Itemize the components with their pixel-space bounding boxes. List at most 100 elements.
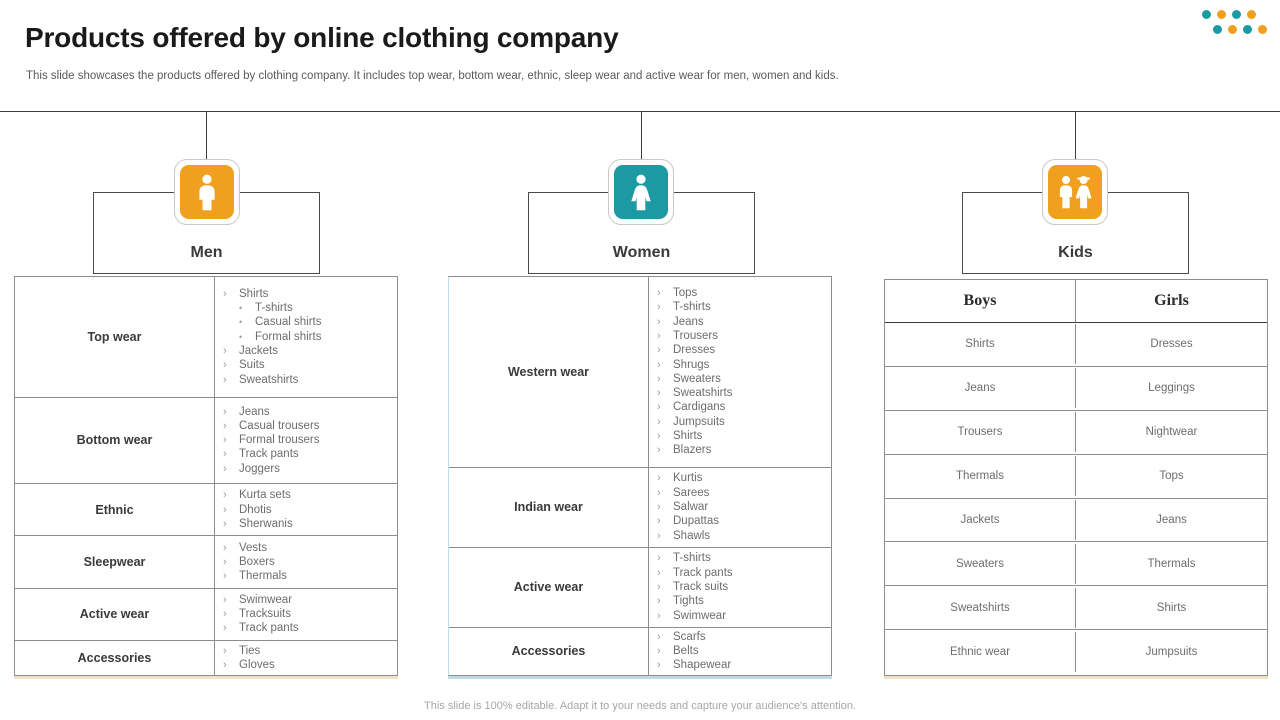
decorative-dots (1202, 8, 1268, 35)
list-item: ›Boxers (223, 555, 391, 569)
chevron-right-icon: › (223, 503, 227, 516)
table-row: Ethnic›Kurta sets›Dhotis›Sherwanis (15, 484, 397, 537)
row-category-label: Active wear (15, 588, 215, 640)
chevron-right-icon: › (223, 622, 227, 635)
icon-shell-kids[interactable] (1042, 159, 1108, 225)
women-products-table: Western wear›Tops›T-shirts›Jeans›Trouser… (448, 276, 832, 679)
list-item-label: Tights (673, 595, 704, 608)
decorative-dot (1213, 24, 1222, 34)
chevron-right-icon: › (657, 444, 661, 457)
list-item: • T-shirts (223, 301, 391, 315)
group-header-kids[interactable]: Kids (962, 192, 1189, 274)
list-item-label: Cardigans (673, 401, 726, 414)
chevron-right-icon: › (657, 372, 661, 385)
chevron-right-icon: › (657, 609, 661, 622)
kids-cell-boys: Sweaters (885, 543, 1076, 584)
kids-cell-boys: Ethnic wear (885, 631, 1076, 672)
list-item-label: Casual shirts (255, 316, 322, 329)
list-item: ›Dhotis (223, 503, 391, 517)
list-item-label: Tracksuits (239, 608, 291, 621)
table-row: Active wear›Swimwear›Tracksuits›Track pa… (15, 588, 397, 641)
row-items-list: ›Tops›T-shirts›Jeans›Trousers›Dresses›Sh… (649, 277, 831, 467)
list-item: ›Jeans (223, 405, 391, 419)
row-items-list: ›Kurtis›Sarees›Salwar›Dupattas›Shawls (649, 468, 831, 547)
list-item-label: Shapewear (673, 659, 732, 672)
icon-shell-men[interactable] (174, 159, 240, 225)
list-item-label: T-shirts (255, 302, 293, 315)
list-item-label: Jackets (239, 344, 278, 357)
kids-header-boys: Boys (885, 280, 1076, 322)
decorative-dot (1228, 24, 1237, 34)
list-item: ›Kurta sets (223, 488, 391, 502)
chevron-right-icon: › (657, 529, 661, 542)
male-figure-icon (180, 165, 234, 219)
men-accent-bar (14, 676, 398, 679)
list-item: ›Sweatshirts (657, 386, 825, 400)
list-item: ›Track suits (657, 580, 825, 594)
chevron-right-icon: › (223, 608, 227, 621)
group-label-women: Women (612, 244, 671, 261)
bullet-dot-icon: • (239, 303, 243, 314)
list-item: ›Swimwear (657, 609, 825, 623)
table-row: Accessories›Scarfs›Belts›Shapewear (449, 627, 831, 675)
kids-cell-boys: Shirts (885, 324, 1076, 365)
chevron-right-icon: › (657, 329, 661, 342)
table-row: Western wear›Tops›T-shirts›Jeans›Trouser… (449, 277, 831, 468)
list-item-label: Blazers (673, 444, 712, 457)
row-category-label: Active wear (449, 547, 649, 627)
icon-shell-women[interactable] (608, 159, 674, 225)
list-item-label: Ties (239, 644, 261, 657)
table-row: Sleepwear›Vests›Boxers›Thermals (15, 536, 397, 589)
row-items-list: ›Ties›Gloves (215, 641, 397, 675)
chevron-right-icon: › (223, 344, 227, 357)
chevron-right-icon: › (657, 401, 661, 414)
list-item: ›Sherwanis (223, 517, 391, 531)
row-category-label: Sleepwear (15, 536, 215, 588)
chevron-right-icon: › (657, 486, 661, 499)
kids-cell-girls: Nightwear (1145, 426, 1198, 439)
list-item-label: Shawls (673, 529, 711, 542)
decorative-dot (1247, 9, 1256, 19)
list-item-label: Sherwanis (239, 517, 293, 530)
list-item-label: Belts (673, 645, 699, 658)
list-item-label: Track pants (239, 448, 299, 461)
row-category-label: Western wear (449, 277, 649, 467)
list-item: › Shawls (657, 529, 825, 543)
chevron-right-icon: › (657, 287, 661, 300)
row-items-list: ›Shirts•T-shirts•Casual shirts•Formal sh… (215, 277, 397, 397)
list-item-label: Gloves (239, 658, 275, 671)
chevron-right-icon: › (657, 515, 661, 528)
list-item: ›Trousers (657, 329, 825, 343)
list-item: › Joggers (223, 462, 391, 476)
row-items-list: ›Vests›Boxers›Thermals (215, 536, 397, 587)
group-label-men: Men (190, 244, 223, 261)
chevron-right-icon: › (657, 415, 661, 428)
chevron-right-icon: › (657, 429, 661, 442)
chevron-right-icon: › (657, 566, 661, 579)
row-category-label: Accessories (449, 627, 649, 675)
kids-cell-girls: Jeans (1156, 513, 1187, 526)
row-items-list: ›Swimwear›Tracksuits›Track pants (215, 589, 397, 640)
decorative-dot (1217, 9, 1226, 19)
row-items-list: ›Scarfs›Belts›Shapewear (649, 628, 831, 675)
chevron-right-icon: › (223, 434, 227, 447)
chevron-right-icon: › (223, 462, 227, 475)
list-item: ›Formal trousers (223, 433, 391, 447)
chevron-right-icon: › (223, 593, 227, 606)
chevron-right-icon: › (657, 315, 661, 328)
kids-cell-girls: Thermals (1147, 557, 1196, 570)
row-category-label: Top wear (15, 277, 215, 397)
chevron-right-icon: › (657, 645, 661, 658)
list-item-label: Salwar (673, 500, 709, 513)
list-item-label: Kurtis (673, 472, 703, 485)
decorative-dot (1258, 24, 1267, 34)
list-item-label: Joggers (239, 462, 280, 475)
chevron-right-icon: › (657, 595, 661, 608)
decorative-dot (1202, 9, 1211, 19)
men-table-body: Top wear›Shirts•T-shirts•Casual shirts•F… (15, 277, 397, 676)
list-item-label: Sarees (673, 486, 710, 499)
row-category-label: Bottom wear (15, 397, 215, 484)
